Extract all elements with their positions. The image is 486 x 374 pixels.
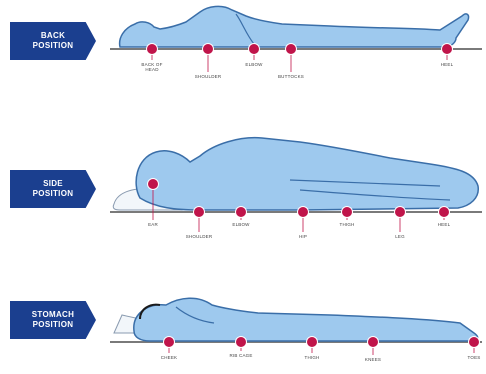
label-line: HEEL: [441, 62, 454, 67]
label-line: KNEES: [365, 357, 381, 362]
pressure-point-marker: [194, 207, 205, 218]
pressure-point-marker: [148, 179, 159, 190]
label-line: HEEL: [438, 222, 451, 227]
pressure-point-label: CHEEK: [161, 355, 178, 360]
label-line: LEG: [395, 234, 405, 239]
pressure-points: [147, 44, 453, 73]
label-line: THIGH: [340, 222, 355, 227]
pressure-point-label: ELBOW: [232, 222, 249, 227]
side-position-figure: [0, 128, 486, 258]
body-silhouette: [120, 6, 469, 47]
pressure-point-label: SHOULDER: [195, 74, 222, 79]
pressure-point-label: HEEL: [441, 62, 454, 67]
pressure-point-marker: [286, 44, 297, 55]
label-line: HEAD: [141, 67, 162, 72]
pressure-point-label: BUTTOCKS: [278, 74, 304, 79]
pressure-point-marker: [236, 337, 247, 348]
pressure-point-marker: [147, 44, 158, 55]
pressure-point-marker: [298, 207, 309, 218]
back-position-figure: [0, 0, 486, 90]
label-line: SHOULDER: [186, 234, 213, 239]
pressure-point-marker: [342, 207, 353, 218]
pressure-point-marker: [236, 207, 247, 218]
pressure-point-marker: [368, 337, 379, 348]
pressure-point-marker: [439, 207, 450, 218]
stomach-position-figure: [0, 285, 486, 374]
pressure-point-marker: [307, 337, 318, 348]
label-line: TOES: [468, 355, 481, 360]
pressure-point-marker: [249, 44, 260, 55]
pressure-point-label: RIB CAGE: [229, 353, 252, 358]
label-line: CHEEK: [161, 355, 178, 360]
label-line: SHOULDER: [195, 74, 222, 79]
pressure-point-label: THIGH: [305, 355, 320, 360]
pressure-point-marker: [203, 44, 214, 55]
pressure-point-label: HEEL: [438, 222, 451, 227]
label-line: BUTTOCKS: [278, 74, 304, 79]
pressure-point-label: LEG: [395, 234, 405, 239]
body-silhouette: [134, 298, 478, 341]
pressure-point-marker: [442, 44, 453, 55]
pressure-point-label: ELBOW: [245, 62, 262, 67]
pressure-point-marker: [164, 337, 175, 348]
pressure-point-label: EAR: [148, 222, 158, 227]
pressure-point-label: KNEES: [365, 357, 381, 362]
pressure-point-marker: [395, 207, 406, 218]
pressure-point-label: THIGH: [340, 222, 355, 227]
label-line: ELBOW: [245, 62, 262, 67]
pressure-point-marker: [469, 337, 480, 348]
pressure-point-label: HIP: [299, 234, 307, 239]
label-line: HIP: [299, 234, 307, 239]
label-line: RIB CAGE: [229, 353, 252, 358]
pressure-point-label: TOES: [468, 355, 481, 360]
label-line: ELBOW: [232, 222, 249, 227]
label-line: EAR: [148, 222, 158, 227]
label-line: THIGH: [305, 355, 320, 360]
pressure-point-label: SHOULDER: [186, 234, 213, 239]
